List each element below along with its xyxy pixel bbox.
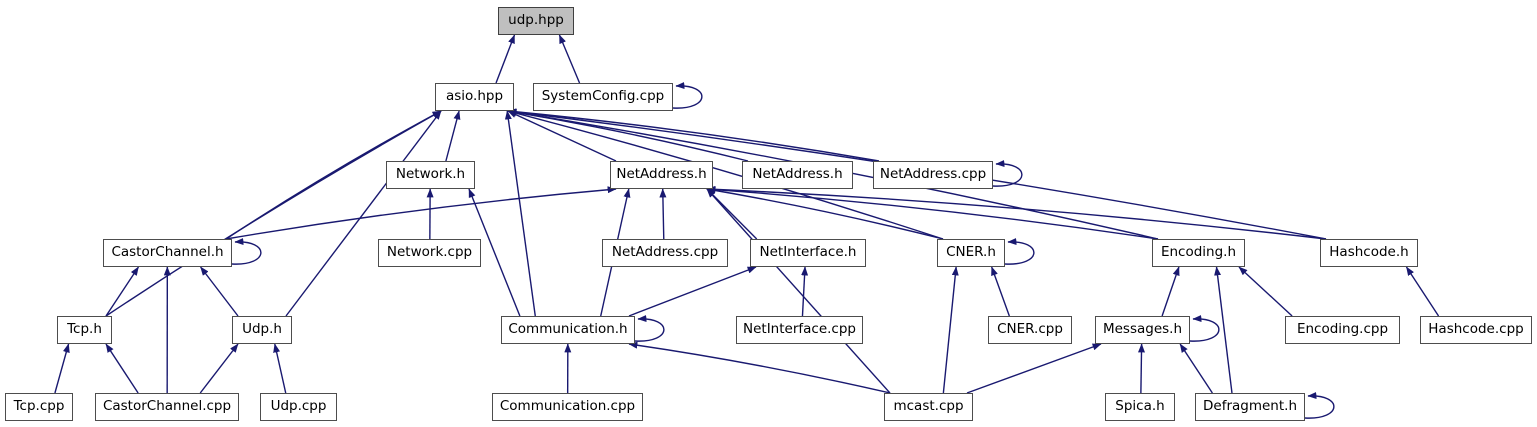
graph-node-udp-cpp[interactable]: Udp.cpp [260, 393, 337, 421]
graph-node-mcast-cpp[interactable]: mcast.cpp [884, 393, 973, 421]
edge-messages-h-to-messages-h [1189, 315, 1220, 342]
edge-hashcode-h-to-netaddress-h [706, 185, 1327, 240]
graph-node-netinterface-h[interactable]: NetInterface.h [750, 239, 866, 267]
edge-encoding-cpp-to-encoding-h [1238, 266, 1293, 317]
graph-node-netaddress-h2[interactable]: NetAddress.h [742, 161, 853, 189]
graph-node-cner-cpp[interactable]: CNER.cpp [988, 316, 1072, 344]
graph-node-defragment-h[interactable]: Defragment.h [1195, 393, 1305, 421]
edge-tcp-cpp-to-tcp-h [54, 343, 70, 394]
edge-castorchannel-h-to-netaddress-h [225, 186, 617, 240]
edge-netaddress-cpp-to-netaddress-h [659, 188, 667, 240]
edge-cner-h-to-cner-h [1004, 238, 1035, 265]
edge-tcp-h-to-castorchannel-h [105, 266, 140, 317]
edge-systemconfig-cpp-to-systemconfig-cpp [672, 82, 703, 109]
edge-spica-h-to-messages-h [1138, 343, 1146, 394]
edge-hashcode-cpp-to-hashcode-h [1405, 266, 1440, 317]
graph-node-netaddress-cpp[interactable]: NetAddress.cpp [602, 239, 728, 267]
edge-mcast-cpp-to-messages-h [966, 343, 1102, 394]
edge-castorchannel-cpp-to-udp-h [199, 343, 239, 394]
edge-netaddress-h-to-asio-hpp [507, 110, 617, 162]
graph-node-udp-h[interactable]: Udp.h [232, 316, 292, 344]
edge-udp-h-to-castorchannel-h [200, 266, 239, 317]
graph-node-systemconfig-cpp[interactable]: SystemConfig.cpp [533, 83, 673, 111]
graph-node-messages-h[interactable]: Messages.h [1095, 316, 1190, 344]
edge-cner-h-to-netaddress-h [706, 186, 944, 240]
edge-communication-h-to-network-h [468, 188, 521, 317]
graph-node-encoding-h[interactable]: Encoding.h [1152, 239, 1245, 267]
edge-systemconfig-cpp-to-udp-hpp [558, 34, 581, 84]
edge-communication-h-to-communication-h [634, 315, 665, 342]
graph-node-communication-cpp[interactable]: Communication.cpp [492, 393, 643, 421]
graph-node-netaddress-cpp-top[interactable]: NetAddress.cpp [873, 161, 993, 189]
edge-mcast-cpp-to-communication-h [628, 341, 891, 394]
graph-node-asio-hpp[interactable]: asio.hpp [435, 83, 514, 111]
edge-udp-cpp-to-udp-h [273, 343, 287, 394]
edge-mcast-cpp-to-netaddress-h [706, 188, 891, 394]
edge-netaddress-h2-to-asio-hpp [507, 108, 749, 162]
edge-netinterface-cpp-to-netinterface-h [801, 266, 809, 317]
graph-node-castorchannel-h[interactable]: CastorChannel.h [103, 239, 232, 267]
edge-network-h-to-asio-hpp [445, 110, 461, 162]
graph-node-network-h[interactable]: Network.h [386, 161, 475, 189]
edge-defragment-h-to-messages-h [1179, 343, 1213, 394]
edge-communication-h-to-asio-hpp [504, 110, 536, 317]
graph-node-communication-h[interactable]: Communication.h [501, 316, 635, 344]
edge-asio-hpp-to-udp-hpp [495, 34, 516, 84]
graph-node-network-cpp[interactable]: Network.cpp [378, 239, 481, 267]
edge-communication-h-to-netinterface-h [628, 266, 757, 317]
graph-node-hashcode-h[interactable]: Hashcode.h [1320, 239, 1418, 267]
edge-mcast-cpp-to-cner-h [942, 266, 959, 394]
edge-defragment-h-to-encoding-h [1214, 266, 1233, 394]
graph-node-encoding-cpp[interactable]: Encoding.cpp [1285, 316, 1400, 344]
graph-node-netinterface-cpp[interactable]: NetInterface.cpp [736, 316, 863, 344]
graph-node-udp-hpp[interactable]: udp.hpp [498, 7, 574, 35]
edge-castorchannel-cpp-to-tcp-h [105, 343, 139, 394]
edge-netaddress-cpp-top-to-asio-hpp [507, 108, 880, 162]
graph-node-tcp-h[interactable]: Tcp.h [57, 316, 112, 344]
edge-udp-h-to-asio-hpp [285, 110, 442, 317]
edge-cner-cpp-to-cner-h [990, 266, 1011, 317]
graph-node-cner-h[interactable]: CNER.h [937, 239, 1005, 267]
graph-node-spica-h[interactable]: Spica.h [1105, 393, 1175, 421]
edge-tcp-h-to-asio-hpp [105, 110, 442, 317]
edge-castorchannel-h-to-castorchannel-h [231, 238, 262, 265]
edge-messages-h-to-encoding-h [1161, 266, 1180, 317]
edge-encoding-h-to-netaddress-h [706, 186, 1159, 240]
edge-cner-h-to-asio-hpp [507, 109, 944, 240]
graph-node-castorchannel-cpp[interactable]: CastorChannel.cpp [95, 393, 239, 421]
graph-node-netaddress-h[interactable]: NetAddress.h [610, 161, 713, 189]
edge-defragment-h-to-defragment-h [1304, 392, 1335, 419]
graph-node-tcp-cpp[interactable]: Tcp.cpp [5, 393, 73, 421]
edge-netaddress-cpp-top-to-netaddress-cpp-top [992, 160, 1023, 187]
graph-node-hashcode-cpp[interactable]: Hashcode.cpp [1420, 316, 1532, 344]
